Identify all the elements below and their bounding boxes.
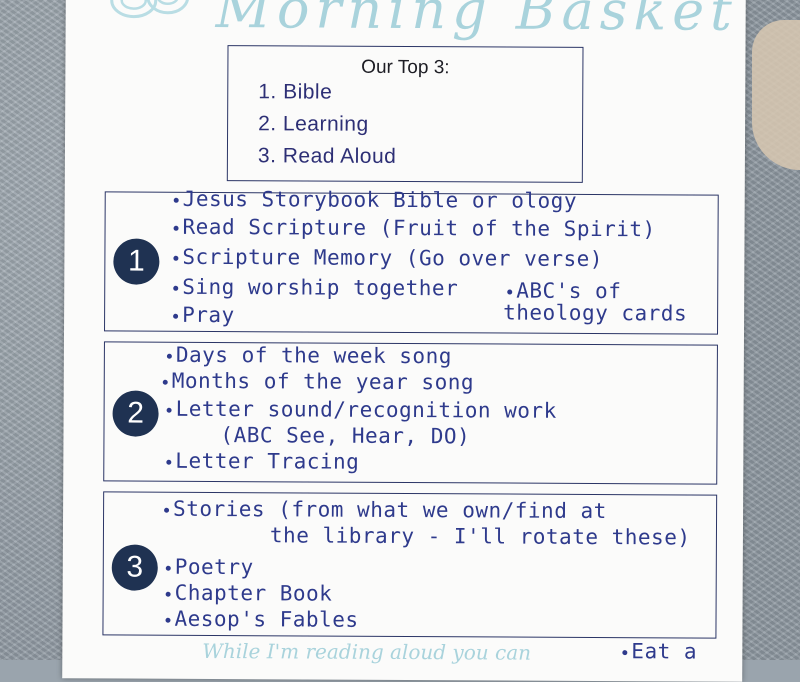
list-item: Sing worship together [173, 275, 458, 300]
page-title: Morning Basket [215, 0, 739, 43]
list-item: Letter sound/recognition work [166, 397, 557, 423]
section-3-box: 3 Stories (from what we own/find at the … [102, 491, 718, 639]
footer-script-text: While I'm reading aloud you can [202, 638, 532, 665]
list-item: Jesus Storybook Bible or ology [173, 187, 577, 213]
list-item: Scripture Memory (Go over verse) [173, 245, 603, 271]
section-number-badge: 3 [111, 544, 158, 591]
list-item: Months of the year song [162, 369, 474, 394]
side-note: theology cards [503, 300, 688, 326]
section-number-badge: 2 [112, 390, 159, 437]
list-item: Read Scripture (Fruit of the Spirit) [173, 215, 656, 241]
flower-icon [110, 0, 190, 19]
top3-item: 3. Read Aloud [257, 144, 397, 168]
list-item: Stories (from what we own/find at [164, 497, 607, 523]
list-item: Aesop's Fables [165, 607, 359, 632]
list-item: Pray [173, 303, 235, 327]
list-item: Days of the week song [166, 343, 452, 368]
list-item: Poetry [165, 555, 254, 579]
list-item-continued: the library - I'll rotate these) [269, 523, 691, 550]
side-note: ABC's of [507, 279, 621, 303]
section-number-badge: 1 [113, 238, 160, 285]
list-item: Chapter Book [165, 581, 332, 606]
section-2-box: 2 Days of the week song Months of the ye… [103, 341, 718, 485]
printed-sheet: Morning Basket Our Top 3: 1. Bible 2. Le… [62, 0, 746, 682]
top3-box: Our Top 3: 1. Bible 2. Learning 3. Read … [226, 45, 584, 183]
top3-item: 2. Learning [258, 112, 369, 136]
list-item: Letter Tracing [166, 449, 359, 474]
top3-title: Our Top 3: [361, 56, 450, 79]
list-item-continued: (ABC See, Hear, DO) [220, 423, 471, 449]
section-1-box: 1 Jesus Storybook Bible or ology Read Sc… [104, 187, 719, 335]
rug-pattern [752, 20, 800, 170]
top3-item: 1. Bible [258, 80, 333, 104]
